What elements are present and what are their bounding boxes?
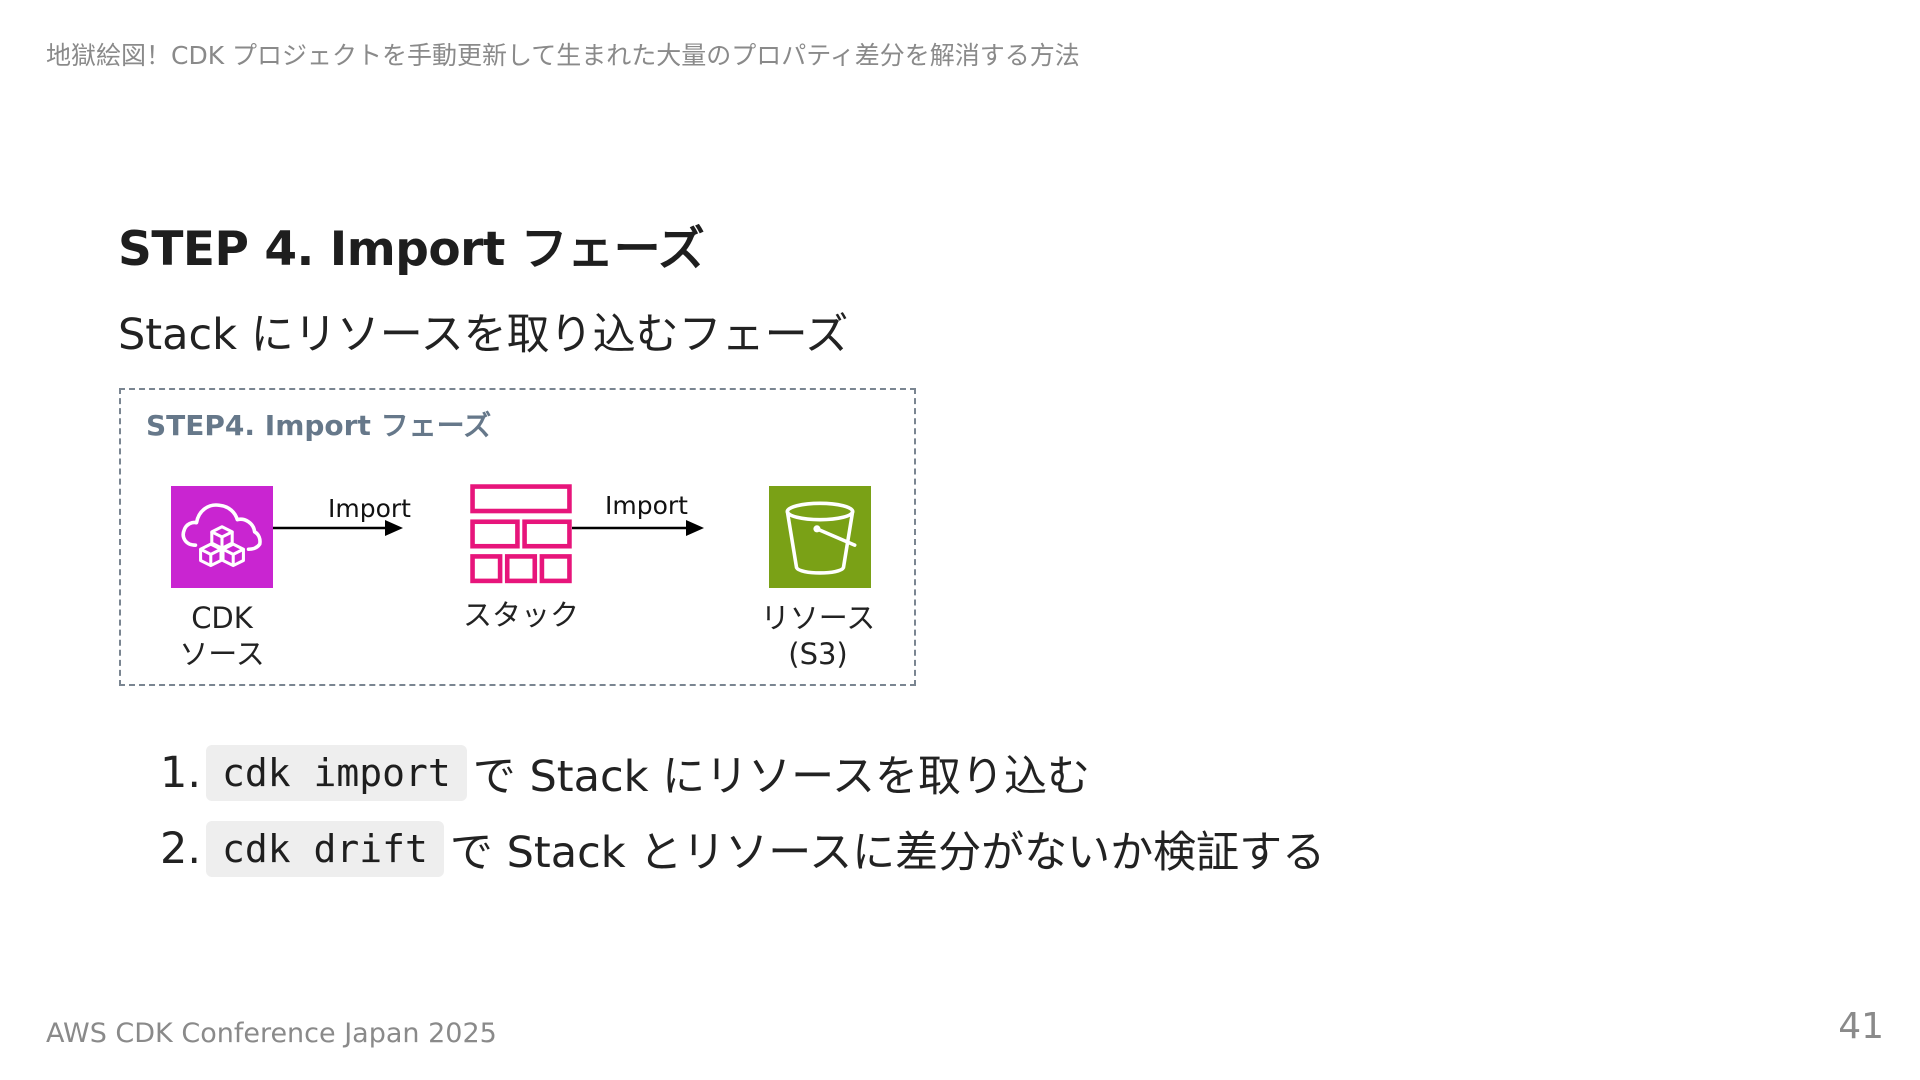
step-number: 1.	[160, 748, 202, 798]
slide-title: STEP 4. Import フェーズ	[118, 222, 705, 277]
step-number: 2.	[160, 824, 202, 874]
node-label-stack: スタック	[462, 598, 579, 632]
import-arrow-2	[572, 520, 704, 536]
slide-subtitle: Stack にリソースを取り込むフェーズ	[118, 310, 849, 360]
step-text: で Stack とリソースに差分がないか検証する	[449, 828, 1326, 878]
command-code: cdk drift	[206, 821, 444, 877]
stack-grid-icon	[470, 484, 572, 584]
node-label-cdk-source: CDK ソース	[179, 601, 265, 671]
page-number: 41	[1838, 1006, 1884, 1047]
footer-event-name: AWS CDK Conference Japan 2025	[46, 1018, 497, 1049]
list-item: 1. cdk import で Stack にリソースを取り込む	[160, 735, 1325, 811]
import-arrow-1-label: Import	[328, 494, 411, 523]
import-arrow-1	[273, 520, 403, 536]
steps-list: 1. cdk import で Stack にリソースを取り込む 2. cdk …	[160, 735, 1325, 887]
header-breadcrumb: 地獄絵図！CDK プロジェクトを手動更新して生まれた大量のプロパティ差分を解消す…	[46, 41, 1080, 70]
diagram-title: STEP4. Import フェーズ	[146, 409, 492, 442]
node-label-resource-s3: リソース (S3)	[760, 601, 876, 671]
command-code: cdk import	[206, 745, 467, 801]
import-arrow-2-label: Import	[605, 491, 688, 520]
list-item: 2. cdk drift で Stack とリソースに差分がないか検証する	[160, 811, 1325, 887]
s3-bucket-icon	[769, 486, 871, 588]
cdk-cloud-cubes-icon	[171, 486, 273, 588]
import-phase-diagram: STEP4. Import フェーズ CDK ソース Import	[119, 388, 916, 686]
step-text: で Stack にリソースを取り込む	[472, 752, 1091, 802]
